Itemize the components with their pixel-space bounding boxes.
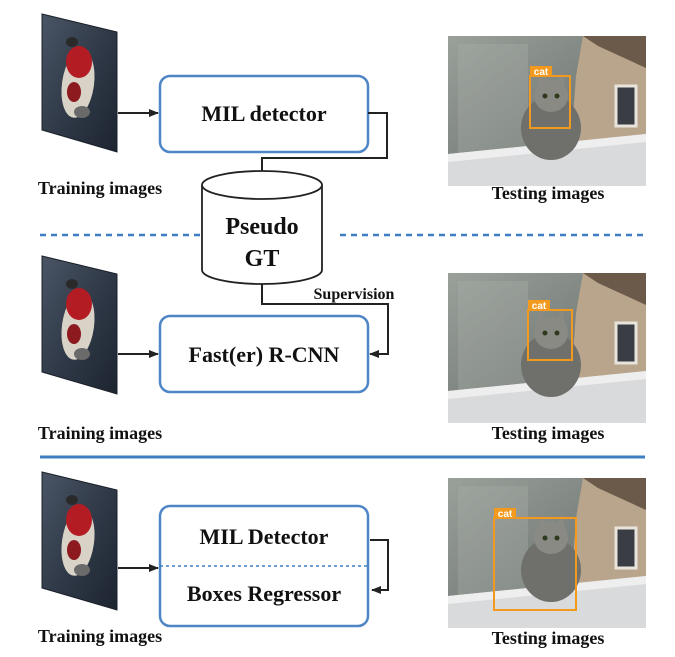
pseudo-gt-line2: GT bbox=[245, 246, 280, 272]
training-image-thumbnail bbox=[41, 471, 118, 611]
testing-images-caption: Testing images bbox=[492, 183, 605, 203]
testing-image-photo bbox=[446, 476, 648, 630]
training-image-thumbnail bbox=[41, 255, 118, 395]
training-images-caption: Training images bbox=[38, 178, 162, 198]
testing-images-caption: Testing images bbox=[492, 423, 605, 443]
cat-label-tag bbox=[494, 508, 516, 519]
cat-label: cat bbox=[532, 301, 547, 312]
arrow-refine-loop bbox=[370, 539, 389, 594]
testing-images-caption: Testing images bbox=[492, 628, 605, 648]
testing-image-photo bbox=[446, 34, 648, 188]
supervision-label: Supervision bbox=[314, 286, 395, 303]
pseudo-gt-line1: Pseudo bbox=[225, 214, 298, 240]
arrow-supervision bbox=[261, 284, 389, 358]
boxes-regressor-label: Boxes Regressor bbox=[187, 581, 341, 606]
cat-label-tag bbox=[530, 66, 552, 77]
mil-detector-label: MIL Detector bbox=[200, 524, 329, 549]
cat-label-tag bbox=[528, 300, 550, 311]
training-image-thumbnail bbox=[41, 13, 118, 153]
fast-rcnn-label: Fast(er) R-CNN bbox=[189, 342, 340, 367]
cat-label: cat bbox=[498, 509, 513, 520]
training-images-caption: Training images bbox=[38, 626, 162, 646]
cat-label: cat bbox=[534, 67, 549, 78]
arrow-mil-to-pseudo-gt bbox=[258, 112, 388, 185]
fast-rcnn-box bbox=[158, 314, 370, 394]
cat-bounding-box bbox=[493, 517, 577, 611]
training-images-caption: Training images bbox=[38, 423, 162, 443]
testing-image-photo bbox=[446, 271, 648, 425]
mil-detector-label: MIL detector bbox=[201, 101, 326, 126]
